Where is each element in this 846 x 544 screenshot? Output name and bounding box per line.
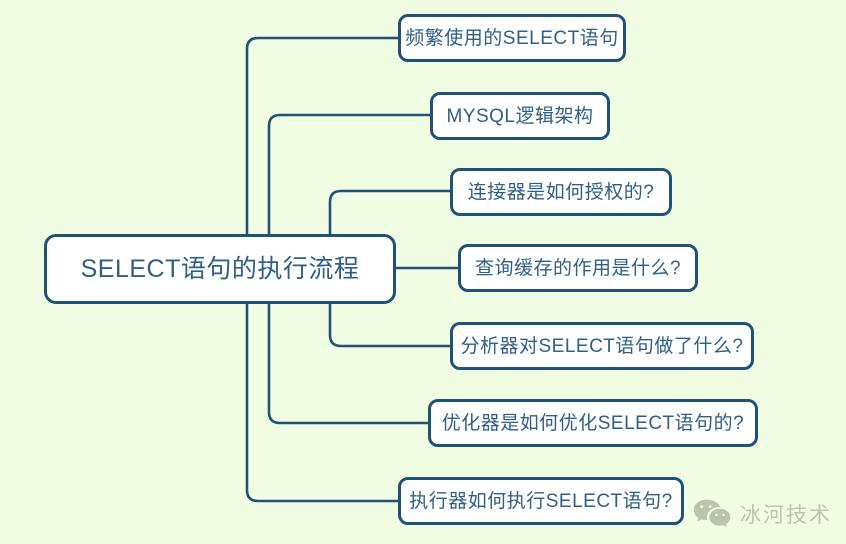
branch-node-optimizer[interactable]: 优化器是如何优化SELECT语句的?: [428, 399, 758, 447]
branch-node-label: 频繁使用的SELECT语句: [405, 27, 619, 49]
branch-node-label: 执行器如何执行SELECT语句?: [409, 490, 673, 512]
branch-node-executor[interactable]: 执行器如何执行SELECT语句?: [398, 477, 684, 525]
watermark-text: 冰河技术: [740, 503, 832, 527]
root-node[interactable]: SELECT语句的执行流程: [44, 234, 396, 304]
branch-node-label: 查询缓存的作用是什么?: [474, 257, 682, 279]
branch-node-label: MYSQL逻辑架构: [446, 105, 594, 127]
branch-node-label: 优化器是如何优化SELECT语句的?: [441, 412, 745, 434]
root-node-label: SELECT语句的执行流程: [80, 254, 360, 283]
branch-node-analyzer[interactable]: 分析器对SELECT语句做了什么?: [450, 322, 754, 370]
branch-node-label: 连接器是如何授权的?: [467, 181, 655, 203]
watermark: 冰河技术: [692, 498, 832, 530]
branch-node-mysql-architecture[interactable]: MYSQL逻辑架构: [430, 92, 610, 140]
branch-node-query-cache[interactable]: 查询缓存的作用是什么?: [458, 244, 698, 292]
wechat-icon: [693, 499, 731, 528]
branch-node-frequent-select[interactable]: 频繁使用的SELECT语句: [398, 14, 626, 62]
branch-node-label: 分析器对SELECT语句做了什么?: [460, 335, 744, 357]
branch-node-connector-auth[interactable]: 连接器是如何授权的?: [450, 168, 672, 216]
